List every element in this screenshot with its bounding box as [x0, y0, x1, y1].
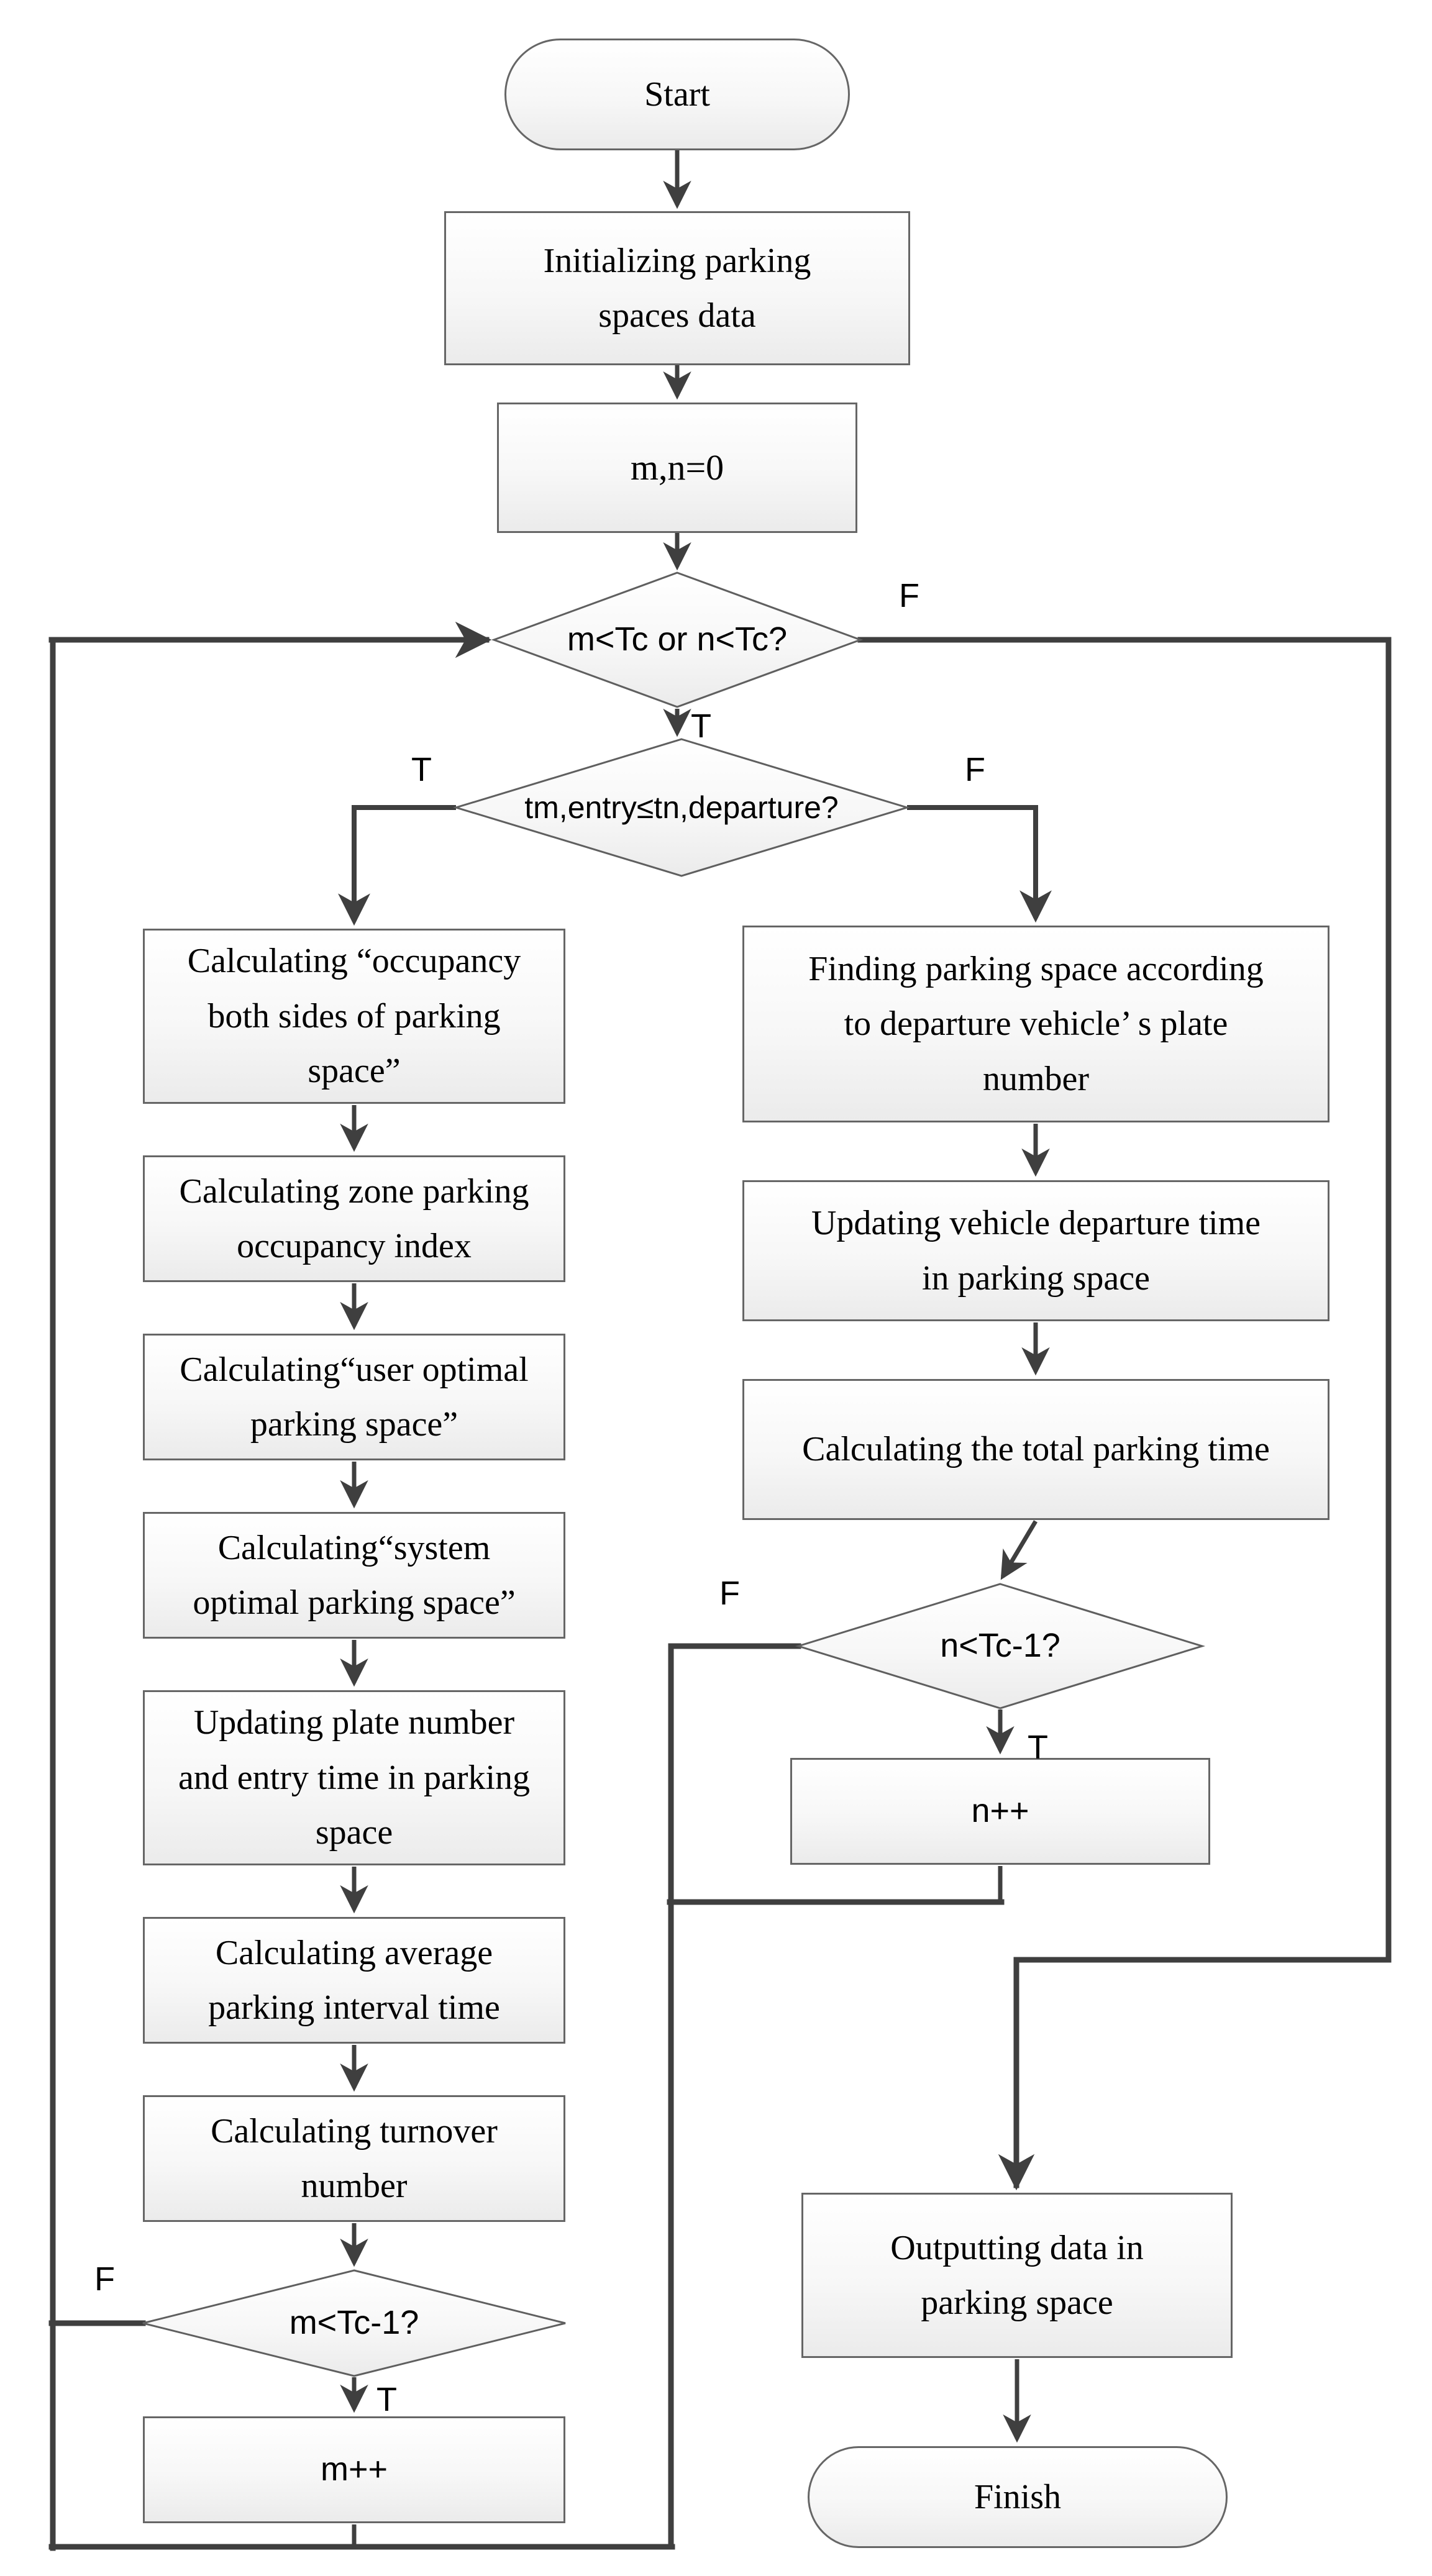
- node-n-increment: n++: [790, 1758, 1210, 1865]
- label-d3-true: T: [376, 2381, 397, 2418]
- decision-3-shape: [142, 2269, 566, 2377]
- node-calc-avg-interval-time: Calculating average parking interval tim…: [143, 1917, 565, 2044]
- edge-d1-false-to-output: [857, 637, 1392, 2191]
- decision-2-shape: [452, 738, 911, 877]
- node-update-departure-time: Updating vehicle departure time in parki…: [742, 1180, 1329, 1321]
- node-mn-zero: m,n=0: [497, 403, 857, 533]
- label-d3-false: F: [94, 2260, 115, 2298]
- decision-4-shape: [795, 1583, 1206, 1709]
- label-d4-false: F: [719, 1575, 740, 1612]
- node-calc-user-optimal-space: Calculating“user optimal parking space”: [143, 1334, 565, 1460]
- node-finish: Finish: [808, 2446, 1228, 2548]
- decision-4-label: n<Tc-1?: [940, 1627, 1060, 1665]
- edge-r3-d4: [1000, 1520, 1038, 1580]
- node-start: Start: [504, 39, 850, 150]
- node-find-parking-space: Finding parking space according to depar…: [742, 926, 1329, 1122]
- node-calc-total-parking-time: Calculating the total parking time: [742, 1379, 1329, 1520]
- label-d1-false: F: [899, 577, 919, 614]
- node-update-plate-entry-time: Updating plate number and entry time in …: [143, 1690, 565, 1865]
- decision-2-label: tm,entry≤tn,departure?: [524, 790, 839, 825]
- edge-d2-r1-false: [907, 805, 1052, 923]
- node-m-increment: m++: [143, 2416, 565, 2523]
- label-d4-true: T: [1028, 1729, 1048, 1766]
- label-d1-true: T: [691, 708, 711, 745]
- node-calc-zone-occupancy-index: Calculating zone parking occupancy index: [143, 1155, 565, 1282]
- decision-1-label: m<Tc or n<Tc?: [567, 621, 788, 658]
- node-initializing: Initializing parking spaces data: [444, 211, 910, 365]
- node-calc-system-optimal-space: Calculating“system optimal parking space…: [143, 1512, 565, 1639]
- label-d2-true: T: [411, 751, 432, 788]
- node-calc-turnover-number: Calculating turnover number: [143, 2095, 565, 2222]
- edge-d2-l1-true: [338, 805, 456, 926]
- decision-1-shape: [491, 571, 864, 708]
- node-outputting-data: Outputting data in parking space: [801, 2193, 1233, 2358]
- node-calc-occupancy-both-sides: Calculating “occupancy both sides of par…: [143, 929, 565, 1104]
- decision-3-label: m<Tc-1?: [289, 2304, 419, 2342]
- label-d2-false: F: [965, 751, 985, 788]
